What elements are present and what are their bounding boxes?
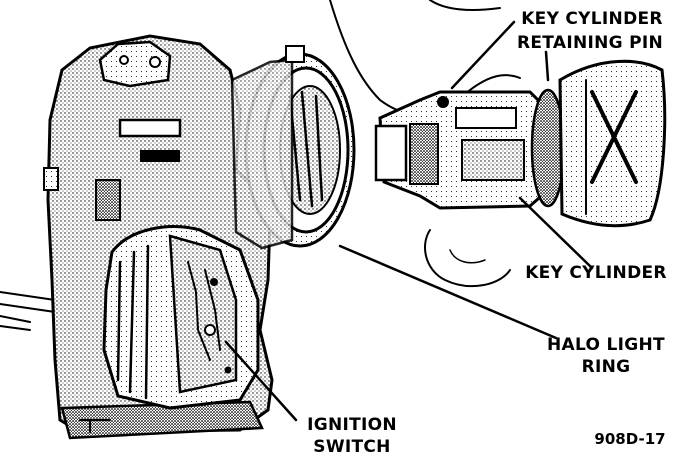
label-ignition-switch-line2: SWITCH xyxy=(313,437,390,456)
halo-light-ring xyxy=(230,45,356,250)
label-key-cylinder-retaining-pin-line2: RETAINING PIN xyxy=(517,33,663,53)
label-halo-light-ring-line2: RING xyxy=(582,357,631,377)
wiring-harness xyxy=(0,291,56,331)
ignition-switch-body xyxy=(102,225,260,410)
label-key-cylinder-retaining-pin-line1: KEY CYLINDER xyxy=(521,9,663,29)
label-key-cylinder: KEY CYLINDER xyxy=(525,263,667,283)
label-halo-light-ring-line1: HALO LIGHT xyxy=(547,335,665,355)
leader-lines xyxy=(224,20,594,422)
label-ignition-switch-line1: IGNITION xyxy=(307,415,397,435)
figure-id: 908D-17 xyxy=(594,430,665,448)
key-cylinder xyxy=(374,59,667,228)
